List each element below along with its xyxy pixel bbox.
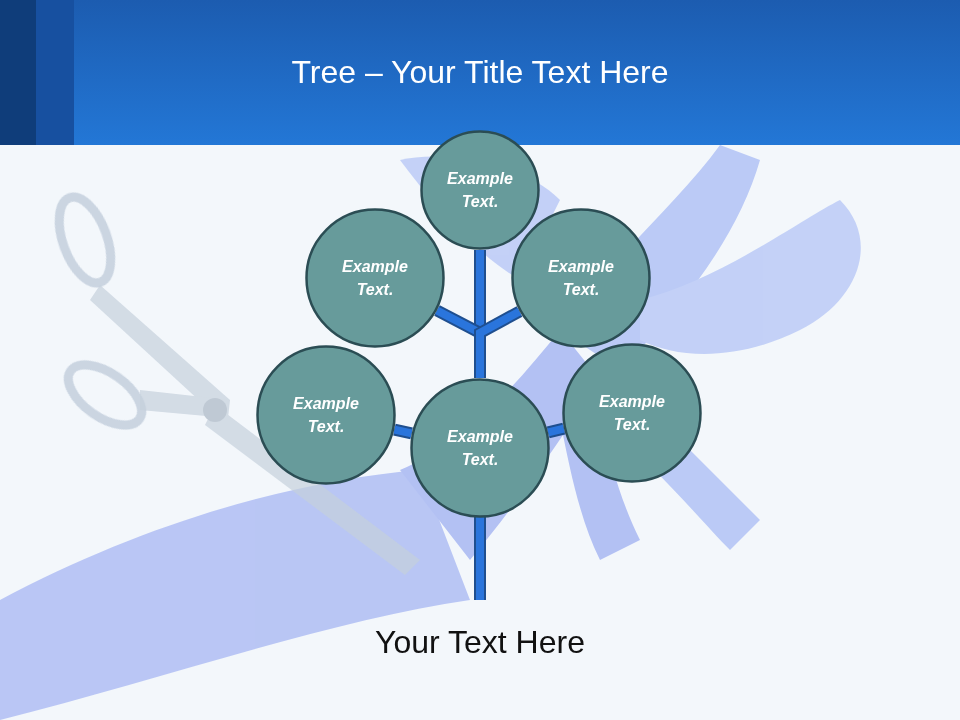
branch-connector [394, 430, 411, 434]
tree-circle: Example Text. [562, 343, 702, 483]
circle-outline [562, 343, 702, 483]
tree-circle: Example Text. [305, 208, 445, 348]
branch-connector [548, 429, 564, 433]
circle-outline [420, 130, 540, 250]
branch-connector [437, 311, 480, 379]
node-text: Example Text. [434, 167, 526, 213]
tree-circle: Example Text. [410, 378, 550, 518]
node-text: Example Text. [434, 425, 526, 471]
circle-outline [511, 208, 651, 348]
node-text: Example Text. [586, 390, 678, 436]
circle-outline [305, 208, 445, 348]
tree-circle: Example Text. [256, 345, 396, 485]
branch-connector [480, 312, 520, 379]
tree-circle: Example Text. [511, 208, 651, 348]
header-stripes [0, 0, 80, 145]
circle-outline [256, 345, 396, 485]
slide-caption: Your Text Here [80, 624, 880, 661]
node-text: Example Text. [329, 255, 421, 301]
node-text: Example Text. [280, 392, 372, 438]
slide-title: Tree – Your Title Text Here [80, 54, 880, 91]
circle-outline [410, 378, 550, 518]
tree-circle: Example Text. [420, 130, 540, 250]
node-text: Example Text. [535, 255, 627, 301]
